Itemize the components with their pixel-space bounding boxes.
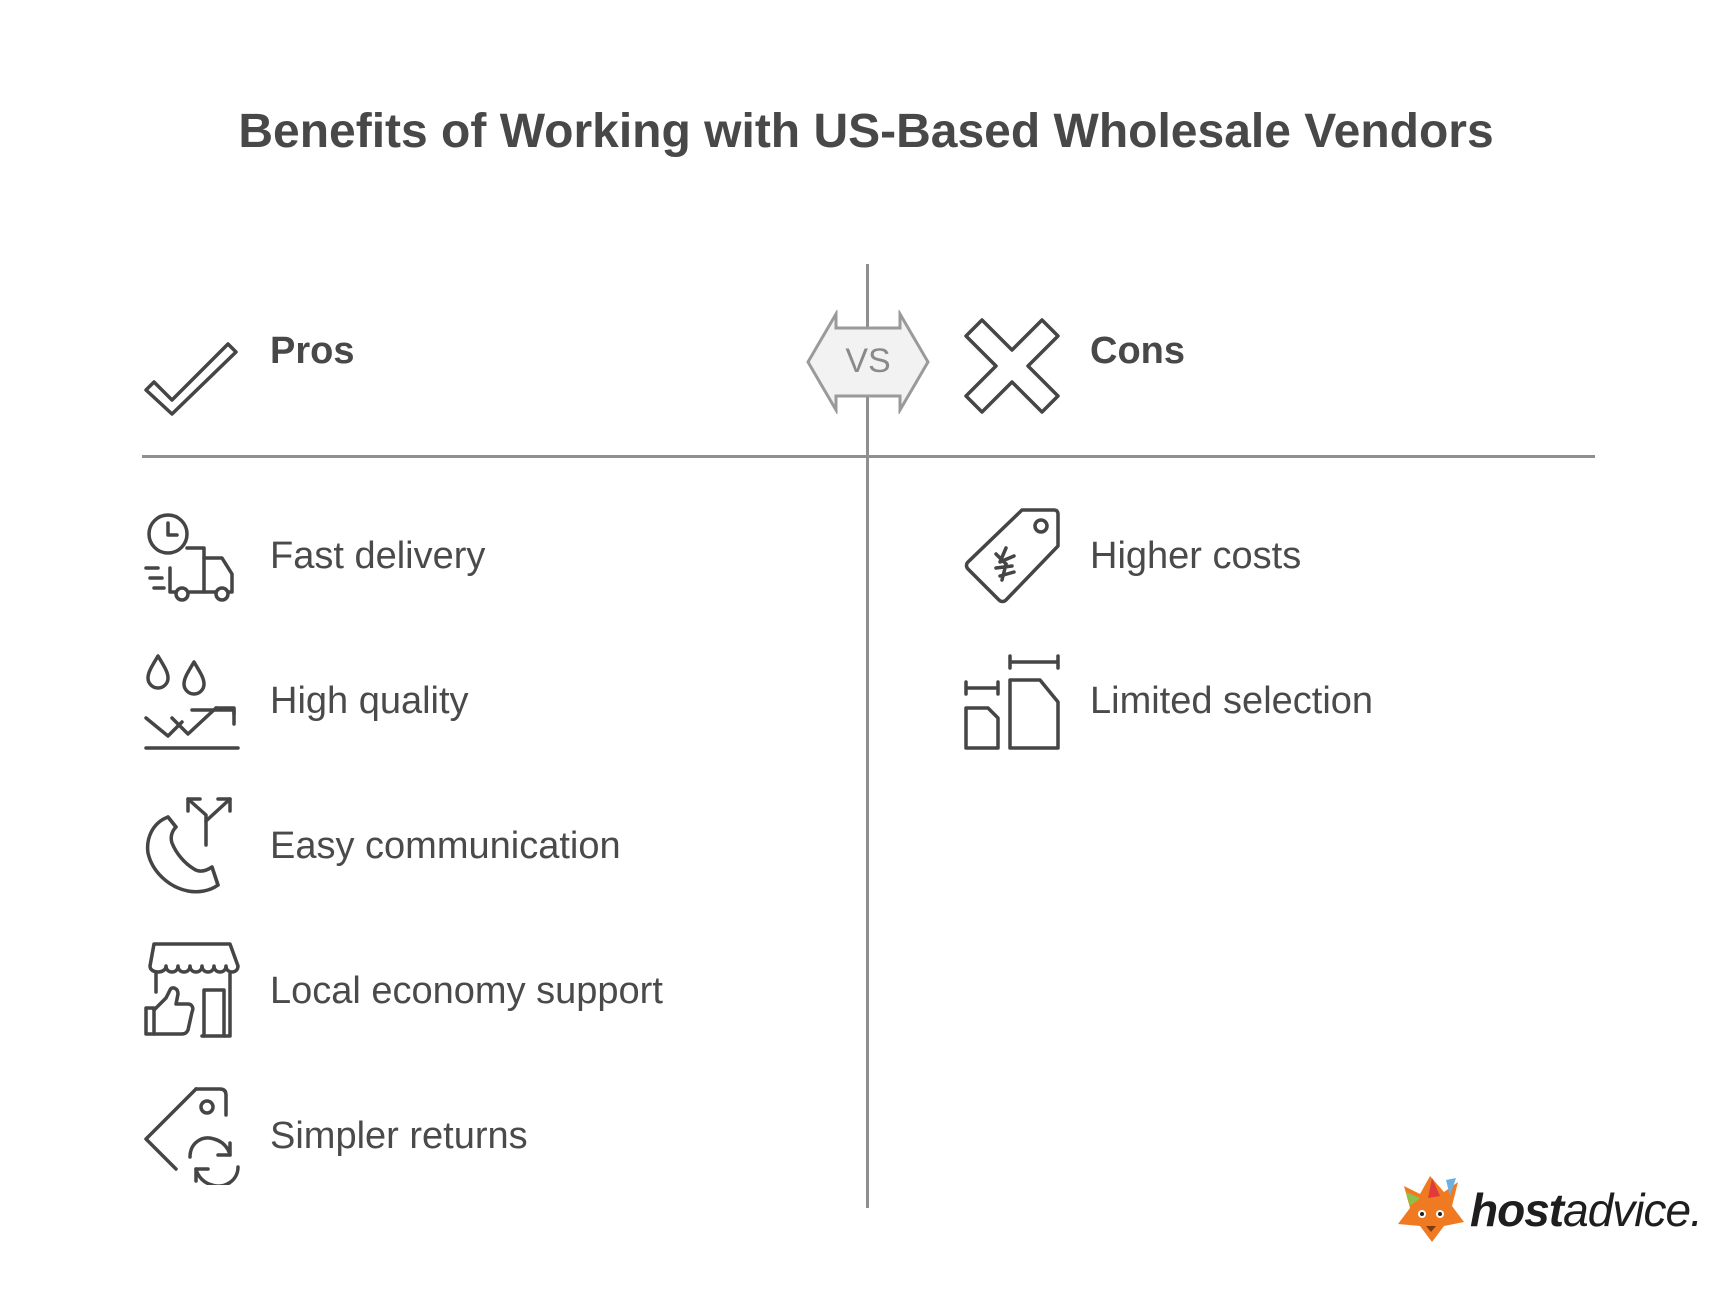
price-tag-yen-icon — [962, 506, 1062, 606]
pros-item-simpler-returns: Simpler returns — [270, 1115, 528, 1157]
cons-item-limited-selection: Limited selection — [1090, 680, 1374, 722]
pros-heading: Pros — [270, 330, 355, 372]
hostadvice-logo-text: hostadvice. — [1470, 1183, 1703, 1237]
delivery-truck-clock-icon — [142, 510, 242, 610]
page-title: Benefits of Working with US-Based Wholes… — [238, 105, 1494, 158]
cons-item-higher-costs: Higher costs — [1090, 535, 1302, 577]
pros-item-high-quality: High quality — [270, 680, 469, 722]
pros-item-easy-communication: Easy communication — [270, 825, 621, 867]
pros-item-fast-delivery: Fast delivery — [270, 535, 486, 577]
pros-item-local-economy-support: Local economy support — [270, 970, 663, 1012]
hostadvice-fox-logo-icon — [1398, 1176, 1464, 1242]
tag-return-icon — [142, 1085, 242, 1185]
quality-drops-trend-icon — [142, 652, 242, 752]
logo-brand-bold: host — [1470, 1184, 1564, 1236]
vs-badge-icon — [806, 310, 930, 414]
checkmark-icon — [142, 318, 242, 418]
x-mark-icon — [962, 316, 1062, 416]
cons-heading: Cons — [1090, 330, 1185, 372]
horizontal-divider — [142, 455, 1595, 458]
vs-label: VS — [845, 342, 891, 380]
vertical-divider — [866, 264, 869, 1208]
logo-brand-light: advice. — [1563, 1184, 1703, 1236]
storefront-thumbs-up-icon — [142, 940, 242, 1040]
limited-sizes-icon — [962, 652, 1062, 752]
phone-arrows-icon — [142, 795, 242, 895]
